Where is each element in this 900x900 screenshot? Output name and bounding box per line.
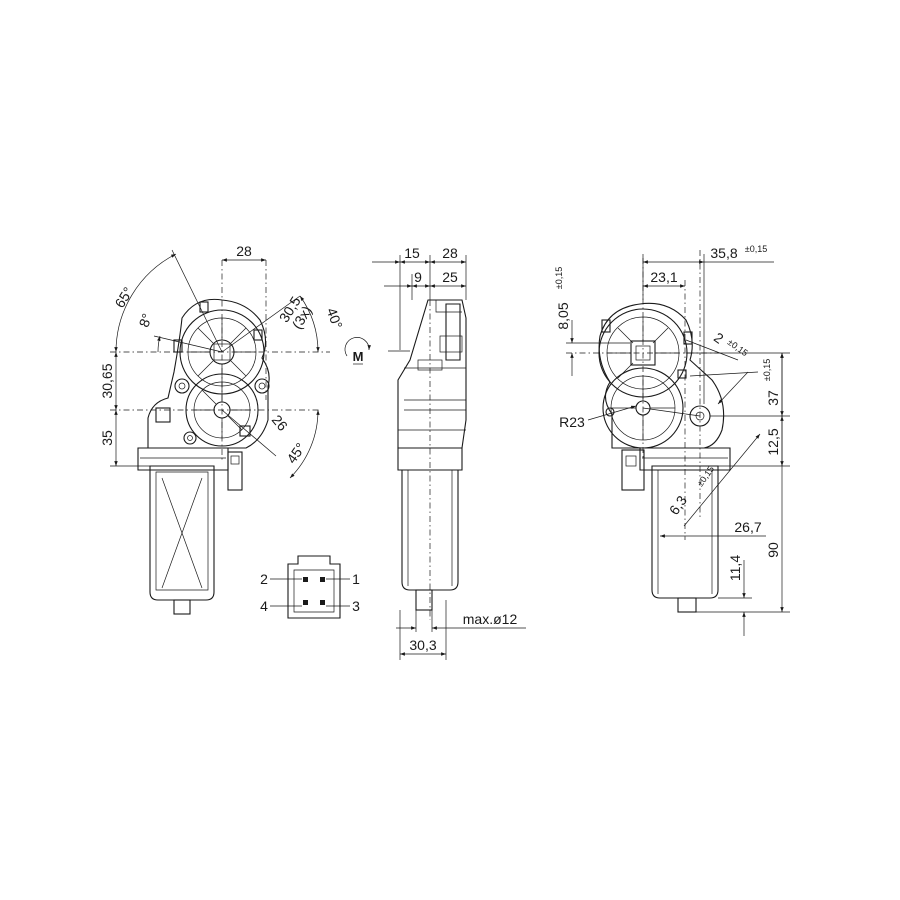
dim-25: 25 (442, 269, 458, 285)
dim-2: 2 (711, 329, 727, 347)
dim-11-4: 11,4 (727, 555, 743, 581)
pin-3-label: 3 (352, 598, 360, 614)
dim-8-deg: 8° (135, 311, 155, 329)
dim-30-65: 30,65 (99, 363, 115, 398)
dim-8-05: 8,05 (555, 302, 571, 329)
dim-28: 28 (236, 243, 252, 259)
dim-40-deg: 40° (324, 306, 346, 331)
pin-1-label: 1 (352, 571, 360, 587)
motor-symbol: M (353, 349, 364, 364)
dim-9: 9 (414, 269, 422, 285)
tol-37: ±0,15 (762, 359, 772, 381)
dim-37: 37 (765, 390, 781, 406)
dim-r23: R23 (559, 414, 585, 430)
pin-2-label: 2 (260, 571, 268, 587)
dim-30-3: 30,3 (409, 637, 436, 653)
tol-2: ±0,15 (726, 337, 750, 358)
dim-23-1: 23,1 (650, 269, 677, 285)
pin-4-label: 4 (260, 598, 268, 614)
tol-8-05: ±0,15 (554, 267, 564, 289)
dim-26: 26 (269, 412, 291, 434)
dim-28: 28 (442, 245, 458, 261)
dim-65-deg: 65° (111, 284, 136, 310)
tol-35-8: ±0,15 (745, 244, 767, 254)
rotation-symbol: M (344, 337, 371, 365)
side-view: 15 28 9 25 max.ø12 30,3 (372, 245, 526, 660)
dim-6-3: 6,3 (666, 492, 690, 517)
dim-90: 90 (765, 542, 781, 558)
dim-45-deg: 45° (283, 440, 308, 467)
dim-35-8: 35,8 (710, 245, 737, 261)
dim-15: 15 (404, 245, 420, 261)
connector-pinout: 2 1 4 3 (260, 555, 360, 619)
dim-max-dia: max.ø12 (463, 611, 518, 627)
front-view: 28 30,65 35 65° 8° 30,5 (3x) 40° 26 45° (99, 243, 346, 615)
dim-35: 35 (99, 430, 115, 446)
tol-6-3: ±0,15 (695, 464, 716, 488)
dim-12-5: 12,5 (765, 428, 781, 455)
rear-view: 35,8 ±0,15 23,1 8,05 ±0,15 2 ±0,15 37 ±0… (554, 244, 790, 636)
dim-26-7: 26,7 (734, 519, 761, 535)
